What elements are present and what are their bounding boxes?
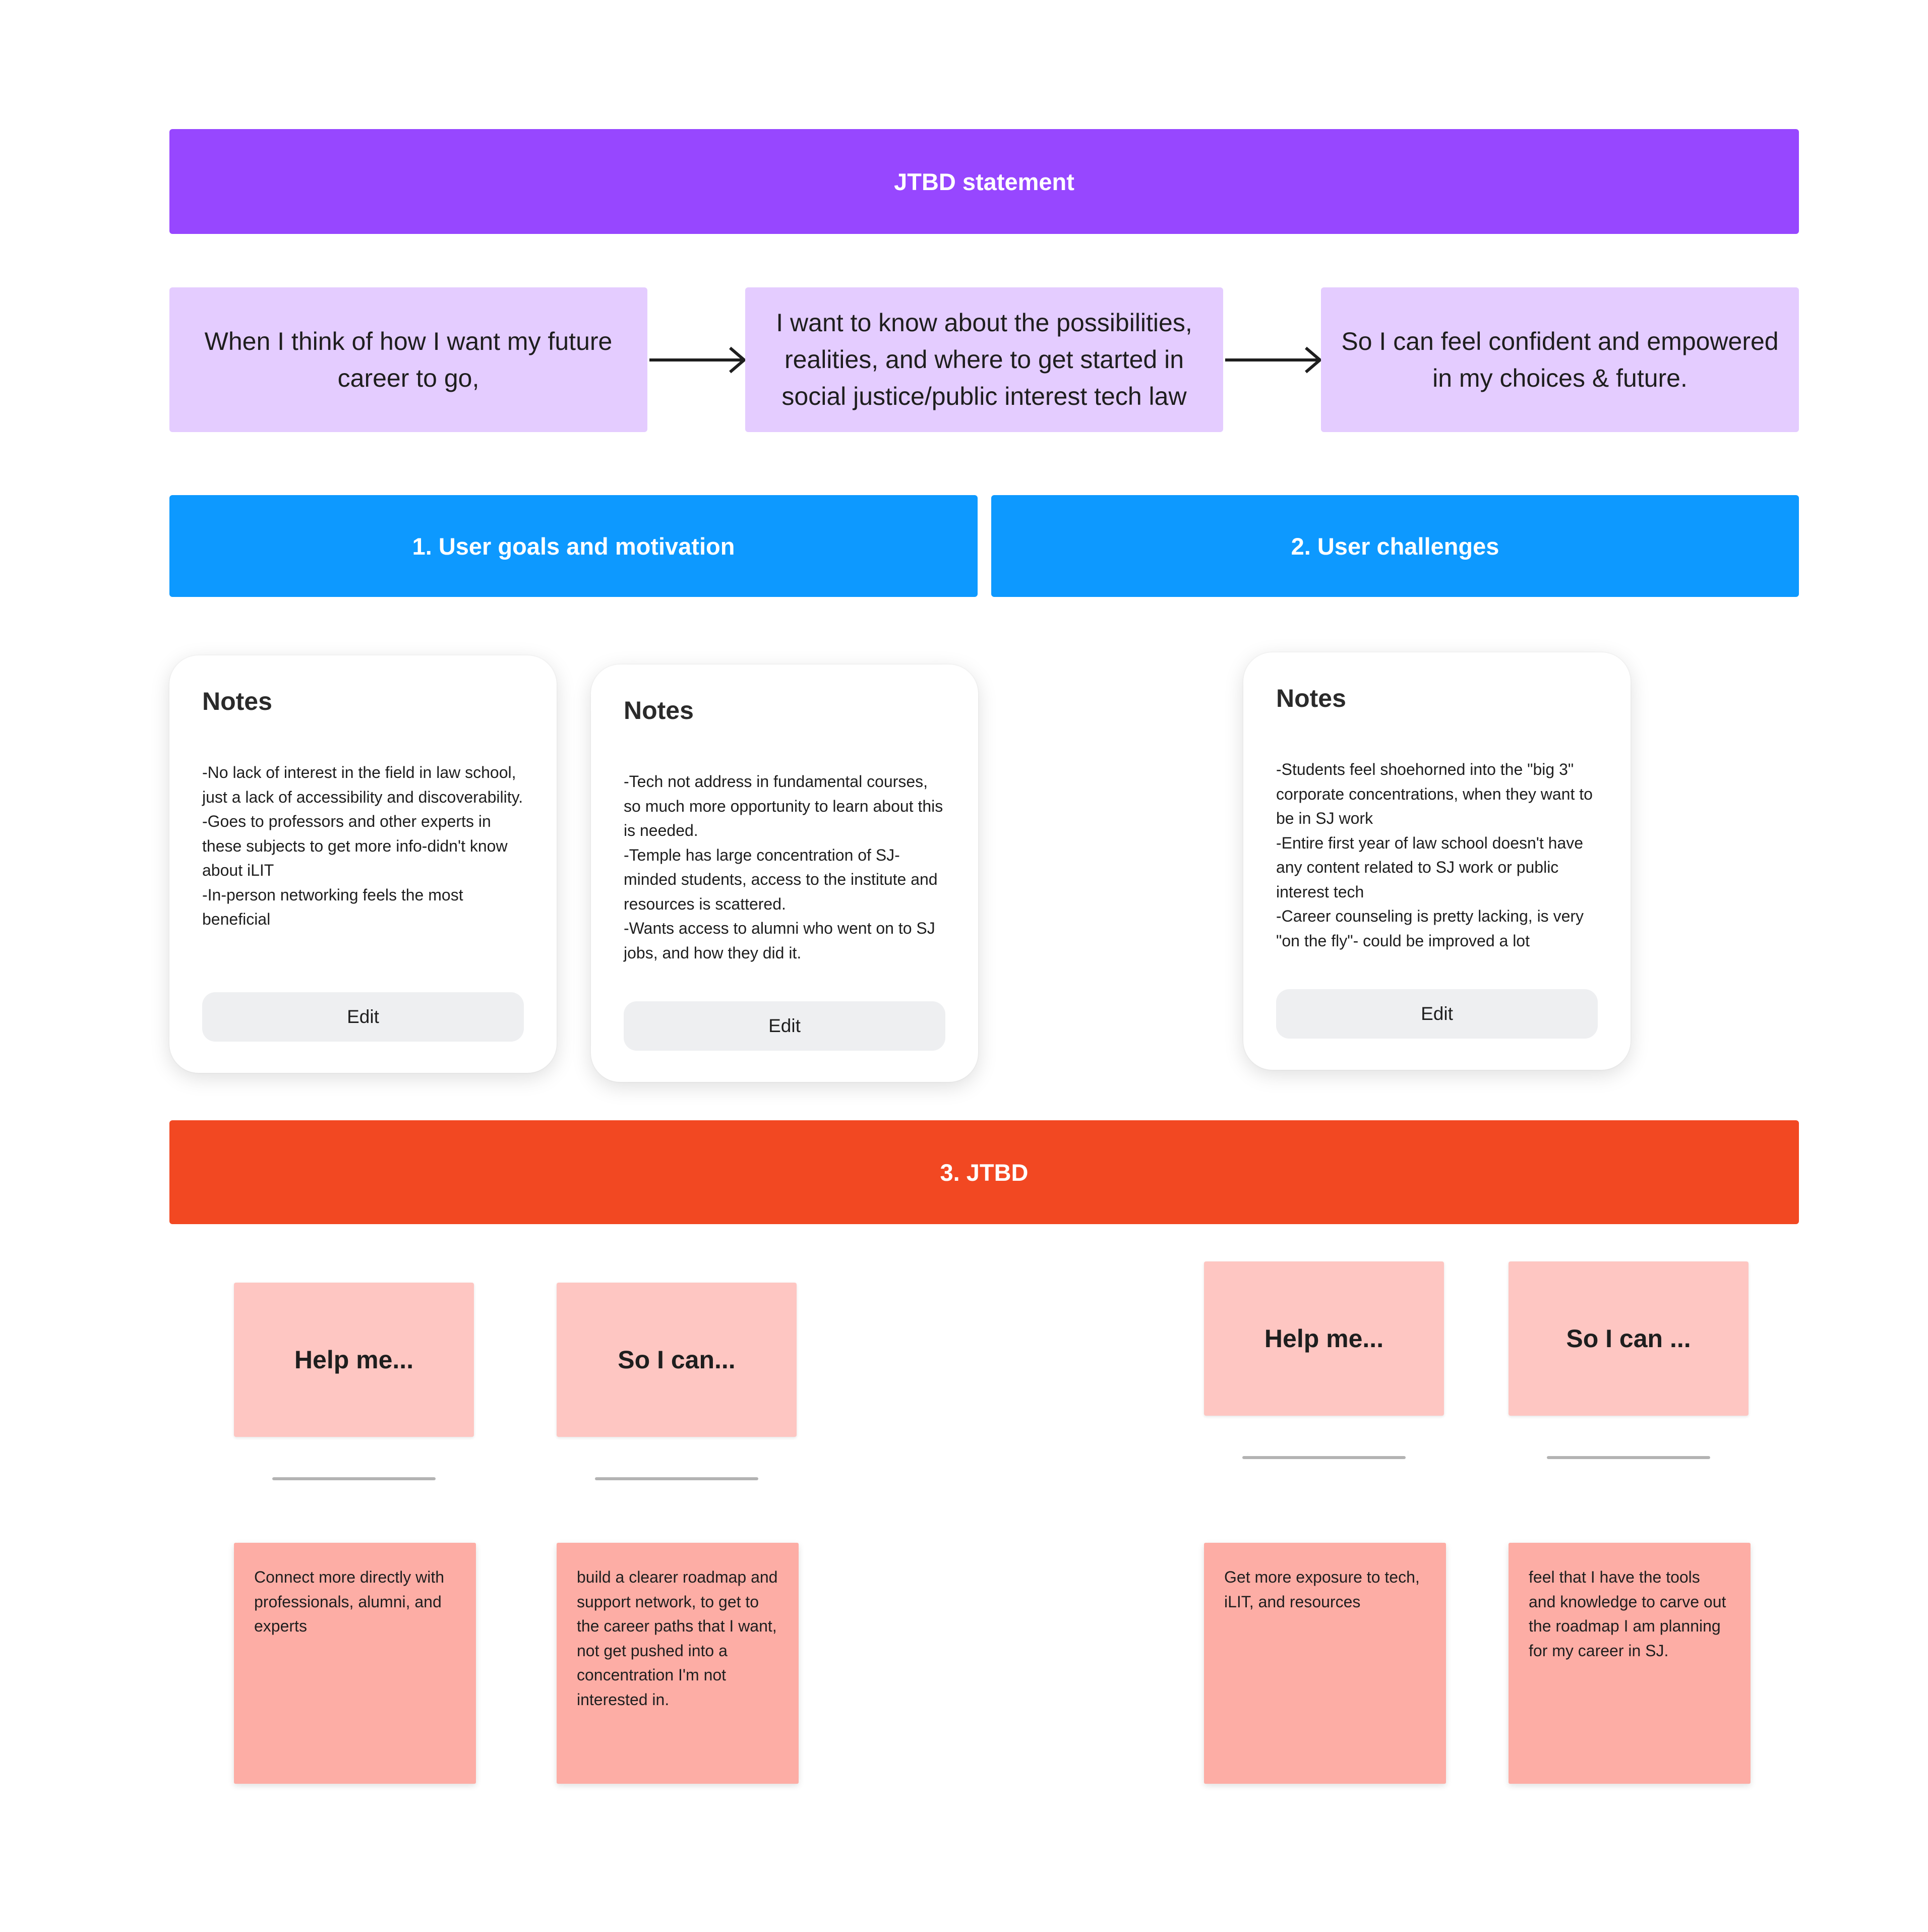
- so-i-can-sticky[interactable]: So I can ...: [1509, 1261, 1749, 1416]
- edit-button[interactable]: Edit: [1276, 989, 1598, 1039]
- user-goals-title: 1. User goals and motivation: [412, 532, 735, 560]
- jtbd-title: 3. JTBD: [940, 1159, 1029, 1186]
- help-me-note[interactable]: Get more exposure to tech, iLIT, and res…: [1204, 1543, 1446, 1784]
- user-goals-banner: 1. User goals and motivation: [169, 495, 978, 597]
- help-me-note[interactable]: Connect more directly with professionals…: [234, 1543, 476, 1784]
- edit-button[interactable]: Edit: [624, 1001, 945, 1051]
- arrow-right-icon: [1225, 346, 1322, 374]
- statement-when[interactable]: When I think of how I want my future car…: [169, 287, 647, 432]
- so-i-can-sticky[interactable]: So I can...: [557, 1283, 797, 1437]
- help-me-text: Get more exposure to tech, iLIT, and res…: [1224, 1568, 1420, 1611]
- so-i-can-text: build a clearer roadmap and support netw…: [577, 1568, 778, 1709]
- statement-want[interactable]: I want to know about the possibilities, …: [745, 287, 1223, 432]
- user-challenges-banner: 2. User challenges: [991, 495, 1799, 597]
- notes-card-title: Notes: [1276, 684, 1346, 712]
- divider: [1242, 1456, 1406, 1459]
- statement-so[interactable]: So I can feel confident and empowered in…: [1321, 287, 1799, 432]
- statement-so-text: So I can feel confident and empowered in…: [1341, 327, 1779, 392]
- user-challenges-title: 2. User challenges: [1291, 532, 1499, 560]
- notes-card[interactable]: Notes -Students feel shoehorned into the…: [1243, 652, 1631, 1070]
- so-i-can-note[interactable]: build a clearer roadmap and support netw…: [557, 1543, 799, 1784]
- divider: [1547, 1456, 1710, 1459]
- notes-card-body: -Students feel shoehorned into the "big …: [1276, 760, 1593, 950]
- jtbd-statement-banner: JTBD statement: [169, 129, 1799, 234]
- notes-card-title: Notes: [202, 687, 272, 715]
- help-me-label: Help me...: [1264, 1324, 1384, 1353]
- notes-card-body: -No lack of interest in the field in law…: [202, 763, 523, 928]
- jtbd-banner: 3. JTBD: [169, 1120, 1799, 1224]
- so-i-can-label: So I can ...: [1566, 1324, 1691, 1353]
- help-me-label: Help me...: [294, 1346, 414, 1374]
- notes-card[interactable]: Notes -No lack of interest in the field …: [169, 655, 557, 1073]
- statement-when-text: When I think of how I want my future car…: [204, 327, 613, 392]
- so-i-can-text: feel that I have the tools and knowledge…: [1529, 1568, 1726, 1660]
- so-i-can-label: So I can...: [618, 1346, 736, 1374]
- statement-want-text: I want to know about the possibilities, …: [776, 309, 1192, 410]
- divider: [272, 1477, 436, 1480]
- edit-button[interactable]: Edit: [202, 992, 524, 1042]
- notes-card[interactable]: Notes -Tech not address in fundamental c…: [591, 665, 978, 1082]
- arrow-right-icon: [649, 346, 747, 374]
- notes-card-title: Notes: [624, 696, 694, 724]
- help-me-text: Connect more directly with professionals…: [254, 1568, 445, 1635]
- jtbd-statement-title: JTBD statement: [894, 168, 1074, 195]
- notes-card-body: -Tech not address in fundamental courses…: [624, 772, 943, 962]
- so-i-can-note[interactable]: feel that I have the tools and knowledge…: [1509, 1543, 1751, 1784]
- divider: [595, 1477, 758, 1480]
- help-me-sticky[interactable]: Help me...: [1204, 1261, 1444, 1416]
- help-me-sticky[interactable]: Help me...: [234, 1283, 474, 1437]
